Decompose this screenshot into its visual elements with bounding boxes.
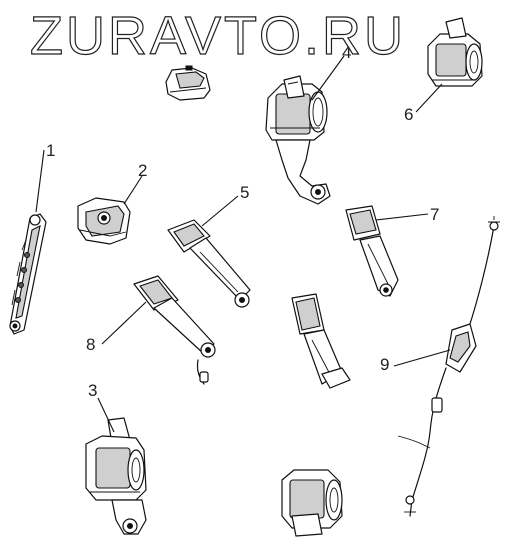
part-6-retractor bbox=[427, 17, 483, 87]
site-watermark: ZURAVTO.RU bbox=[30, 6, 406, 66]
callout-labels: 1 2 3 4 5 6 7 8 9 bbox=[46, 43, 439, 400]
part-2-buckle bbox=[77, 197, 131, 245]
center-buckle-webbing bbox=[291, 293, 351, 389]
callout-4: 4 bbox=[342, 43, 351, 62]
leader-lines bbox=[35, 55, 451, 433]
bottom-retractor bbox=[281, 469, 343, 537]
callout-2: 2 bbox=[138, 161, 147, 180]
part-5-buckle-stalk bbox=[167, 219, 251, 308]
callout-3: 3 bbox=[88, 381, 97, 400]
small-buckle-top bbox=[165, 65, 211, 101]
part-9-cable-pretensioner bbox=[397, 216, 500, 517]
part-7-buckle-stalk bbox=[345, 205, 399, 297]
callout-1: 1 bbox=[46, 141, 55, 160]
part-8-buckle-cable bbox=[133, 275, 216, 385]
callout-6: 6 bbox=[404, 105, 413, 124]
callout-9: 9 bbox=[380, 355, 389, 374]
part-1-anchor-bar bbox=[9, 213, 47, 335]
callout-8: 8 bbox=[86, 335, 95, 354]
callout-5: 5 bbox=[240, 183, 249, 202]
part-3-retractor bbox=[85, 417, 147, 535]
part-4-retractor bbox=[265, 75, 331, 205]
callout-7: 7 bbox=[430, 205, 439, 224]
